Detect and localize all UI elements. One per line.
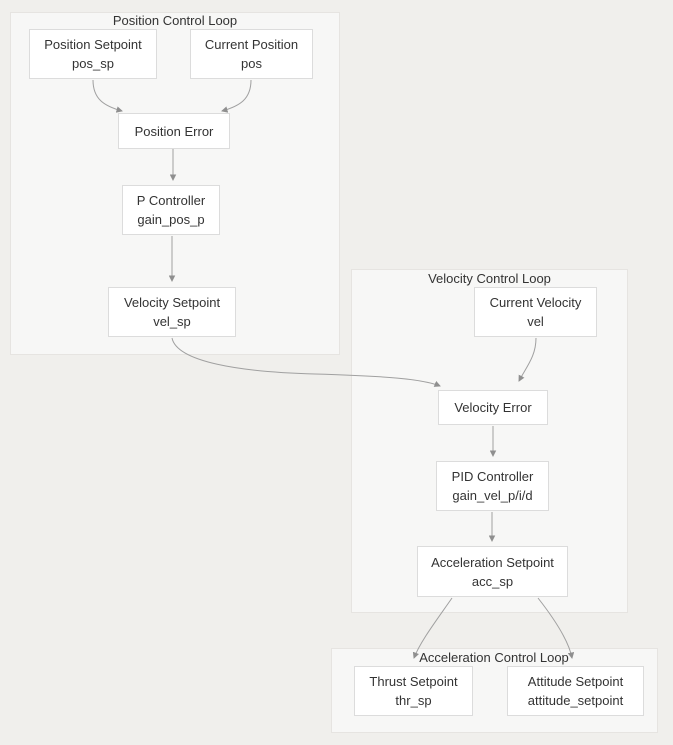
node-current-velocity: Current Velocity vel bbox=[474, 287, 597, 337]
container-position-control-loop-title: Position Control Loop bbox=[112, 13, 238, 28]
edge-acc-sp-to-att-sp bbox=[537, 597, 575, 659]
edge-vel-to-vel-error bbox=[518, 337, 537, 382]
node-pid-controller-title: PID Controller bbox=[451, 469, 534, 484]
edge-vel-sp-to-vel-error bbox=[171, 337, 441, 387]
node-velocity-setpoint-title: Velocity Setpoint bbox=[123, 295, 221, 310]
node-current-velocity-title: Current Velocity bbox=[489, 295, 582, 310]
node-position-setpoint-title: Position Setpoint bbox=[44, 37, 142, 52]
node-position-setpoint-code: pos_sp bbox=[72, 56, 114, 71]
container-velocity-control-loop-title: Velocity Control Loop bbox=[428, 271, 551, 286]
node-current-position-title: Current Position bbox=[204, 37, 299, 52]
node-current-position: Current Position pos bbox=[190, 29, 313, 79]
node-velocity-setpoint: Velocity Setpoint vel_sp bbox=[108, 287, 236, 337]
node-attitude-setpoint-code: attitude_setpoint bbox=[527, 693, 624, 708]
node-acceleration-setpoint: Acceleration Setpoint acc_sp bbox=[417, 546, 568, 597]
node-acceleration-setpoint-code: acc_sp bbox=[471, 573, 514, 589]
node-p-controller-code: gain_pos_p bbox=[137, 212, 205, 227]
node-attitude-setpoint: Attitude Setpoint attitude_setpoint bbox=[507, 666, 644, 716]
node-velocity-error: Velocity Error bbox=[438, 390, 548, 425]
node-pid-controller: PID Controller gain_vel_p/i/d bbox=[436, 461, 549, 511]
node-acceleration-setpoint-title: Acceleration Setpoint bbox=[431, 554, 554, 570]
node-current-position-code: pos bbox=[241, 56, 262, 71]
node-pid-controller-code: gain_vel_p/i/d bbox=[452, 488, 533, 503]
edge-pos-sp-to-pos-error bbox=[92, 79, 123, 113]
edge-acc-sp-to-thr-sp bbox=[412, 597, 453, 659]
container-acceleration-control-loop-title: Acceleration Control Loop bbox=[419, 650, 569, 665]
node-thrust-setpoint-title: Thrust Setpoint bbox=[369, 674, 458, 689]
node-p-controller: P Controller gain_pos_p bbox=[122, 185, 220, 235]
node-position-error-title: Position Error bbox=[134, 123, 214, 139]
edge-pos-to-pos-error bbox=[221, 79, 252, 113]
node-position-error: Position Error bbox=[118, 113, 230, 149]
node-p-controller-title: P Controller bbox=[136, 193, 206, 208]
node-velocity-setpoint-code: vel_sp bbox=[153, 314, 191, 329]
node-attitude-setpoint-title: Attitude Setpoint bbox=[527, 674, 624, 689]
node-velocity-error-title: Velocity Error bbox=[454, 400, 532, 415]
node-thrust-setpoint-code: thr_sp bbox=[395, 693, 432, 708]
node-position-setpoint: Position Setpoint pos_sp bbox=[29, 29, 157, 79]
node-current-velocity-code: vel bbox=[527, 314, 544, 329]
node-thrust-setpoint: Thrust Setpoint thr_sp bbox=[354, 666, 473, 716]
